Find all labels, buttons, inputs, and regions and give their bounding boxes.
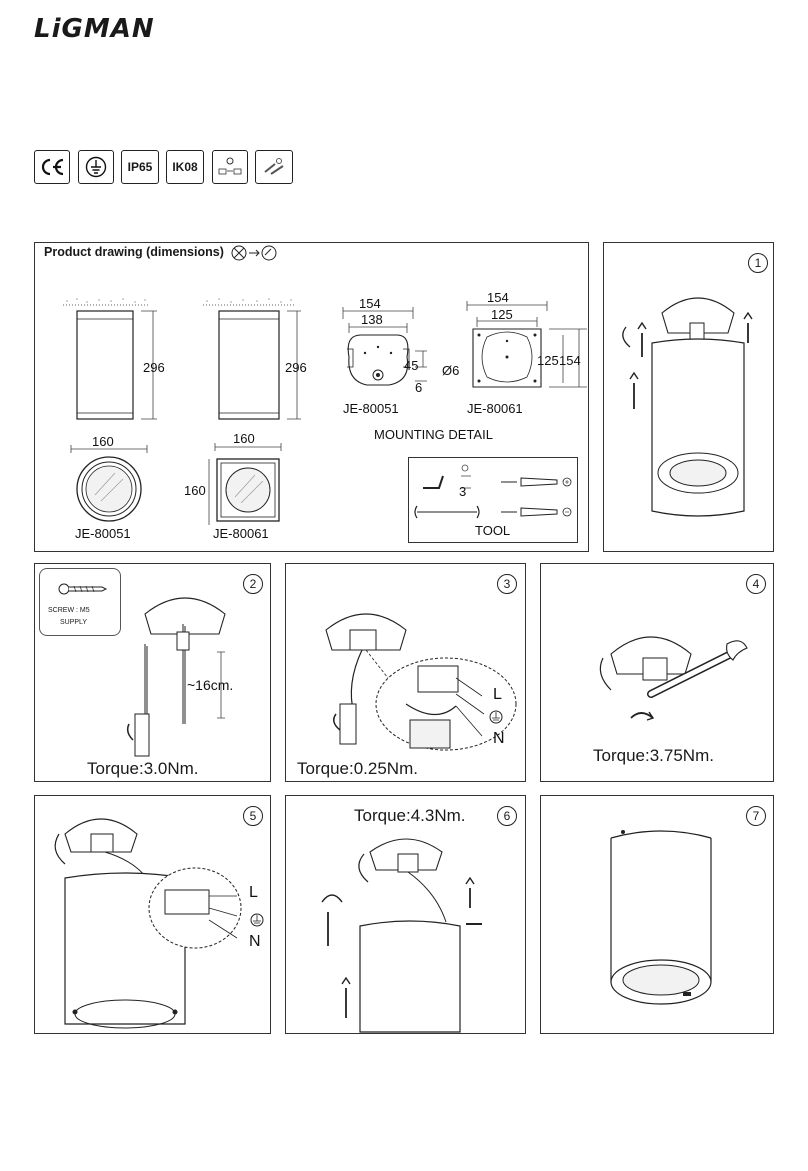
model-b-label: JE-80061: [467, 401, 523, 416]
step-2-torque: Torque:3.0Nm.: [87, 759, 199, 778]
height-dim-b: 296: [285, 360, 307, 375]
step-3-torque: Torque:0.25Nm.: [297, 759, 418, 778]
step-6-number: 6: [497, 806, 517, 826]
step-2-panel: 2 SCREW : M5 SUPPLY ~16cm. Torque:3.0Nm.: [34, 563, 271, 782]
height-dim-a: 296: [143, 360, 165, 375]
bottom-dim-b: 160: [233, 431, 255, 446]
bottom-view-square: [208, 443, 282, 525]
ip65-badge: IP65: [121, 150, 159, 184]
step-5-number: 5: [243, 806, 263, 826]
ik08-badge: IK08: [166, 150, 204, 184]
step-2-illustration: [126, 597, 226, 757]
step-4-torque: Torque:3.75Nm.: [593, 746, 714, 765]
step-3-n-label: N: [493, 730, 505, 747]
step-3-l-label: L: [493, 686, 502, 703]
mounting-plate-a: [342, 307, 427, 386]
hole-diameter: Ø6: [442, 363, 460, 378]
bottom-view-round: [70, 445, 148, 522]
side-view-a: [63, 298, 157, 420]
right-width-inner: 125: [491, 307, 513, 322]
step-4-number: 4: [746, 574, 766, 594]
cable-length: ~16cm.: [187, 677, 234, 693]
right-h-a: 125: [537, 353, 559, 368]
screw-icon: [58, 583, 108, 595]
step-1-number: 1: [748, 253, 768, 273]
earth-ground-icon: [78, 150, 114, 184]
tool-label: TOOL: [475, 523, 511, 538]
step-5-n-label: N: [249, 933, 261, 950]
bottom-dim-c: 160: [184, 483, 206, 498]
mounting-detail-label: MOUNTING DETAIL: [374, 427, 493, 442]
top-width-inner: 138: [361, 312, 383, 327]
product-drawing-panel: Product drawing (dimensions) 296 296 154…: [34, 242, 589, 552]
bottom-model-b: JE-80061: [213, 526, 269, 541]
dim-45: 45: [404, 358, 419, 373]
allen-key-icon: [414, 464, 572, 519]
step-3-illustration: [325, 613, 517, 751]
step-6-panel: Torque:4.3Nm. 6: [285, 795, 526, 1034]
model-a-label: JE-80051: [343, 401, 399, 416]
screw-note-2: SUPPLY: [60, 619, 88, 626]
no-wall-mount-icon: [231, 245, 277, 261]
bottom-model-a: JE-80051: [75, 526, 131, 541]
product-drawing-title: Product drawing (dimensions): [44, 245, 224, 259]
right-h-b: 154: [559, 353, 581, 368]
step-4-panel: 4 Torque:3.75Nm.: [540, 563, 774, 782]
step-5-l-label: L: [249, 884, 258, 901]
step-7-number: 7: [746, 806, 766, 826]
side-view-b: [203, 298, 301, 420]
step-7-panel: 7: [540, 795, 774, 1034]
tool-dim: 3: [459, 484, 467, 499]
tool-box: 3 TOOL: [408, 457, 578, 543]
dim-6: 6: [415, 380, 423, 395]
step-6-illustration: [321, 838, 482, 1033]
step-6-torque: Torque:4.3Nm.: [354, 806, 466, 825]
screw-note-box: SCREW : M5 SUPPLY: [39, 568, 121, 636]
screw-note-1: SCREW : M5: [48, 607, 90, 614]
step-2-number: 2: [243, 574, 263, 594]
right-width-outer: 154: [487, 290, 509, 305]
step-7-illustration: [610, 830, 712, 1005]
power-source-icon: [212, 150, 248, 184]
step-1-panel: 1: [603, 242, 774, 552]
step-4-illustration: [599, 636, 748, 721]
tools-icon: [255, 150, 293, 184]
mounting-plate-b: [466, 301, 587, 388]
step-1-illustration: [622, 297, 753, 517]
bottom-dim-a: 160: [92, 434, 114, 449]
brand-logo: LiGMAN: [34, 14, 155, 44]
step-5-illustration: [54, 818, 264, 1029]
ce-mark-icon: [34, 150, 70, 184]
top-width-outer: 154: [359, 296, 381, 311]
step-3-number: 3: [497, 574, 517, 594]
step-3-panel: 3 L N Torque:0.25Nm.: [285, 563, 526, 782]
step-5-panel: 5 L N: [34, 795, 271, 1034]
